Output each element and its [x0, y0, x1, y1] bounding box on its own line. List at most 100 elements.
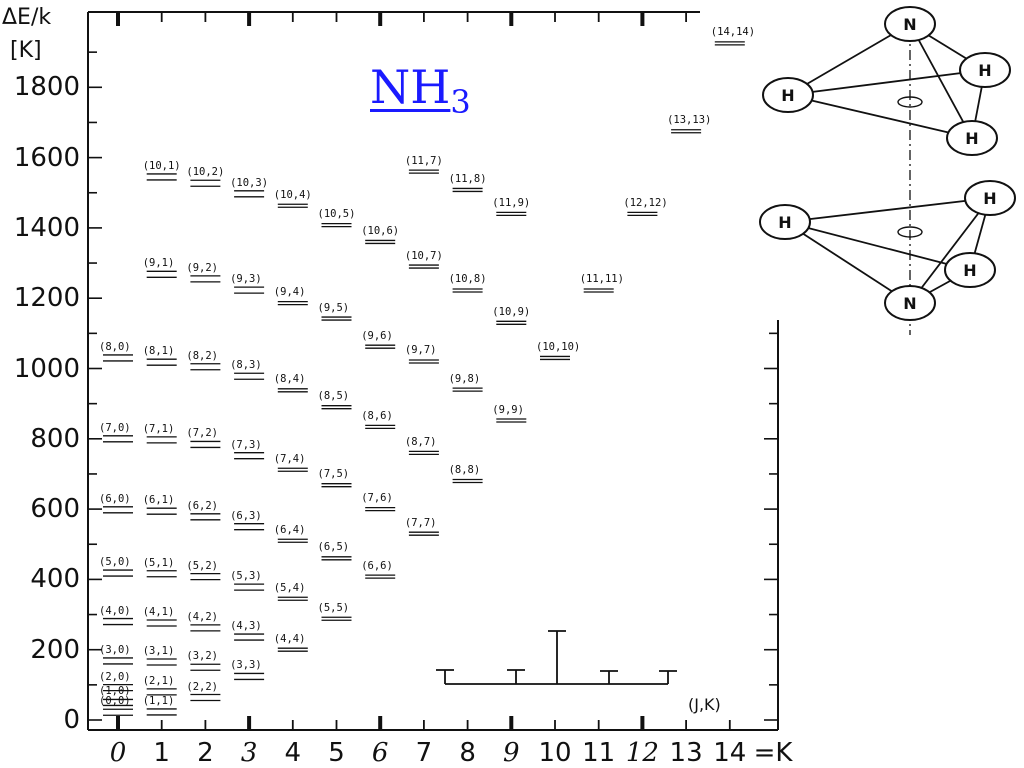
- y-tick-label: 800: [30, 423, 80, 454]
- level-label: (9,1): [142, 257, 175, 270]
- level-label: (13,13): [667, 114, 712, 127]
- energy-level: [103, 506, 133, 514]
- level-label: (7,3): [230, 438, 262, 451]
- legend-label: (J,K): [688, 695, 721, 714]
- atom-label: H: [965, 129, 978, 148]
- y-tick-label: 400: [30, 564, 80, 595]
- hydrogen-atom: H: [759, 204, 811, 240]
- energy-level: [234, 372, 265, 380]
- energy-level: [190, 663, 221, 671]
- level-label: (10,8): [448, 273, 487, 286]
- level-label: (8,1): [142, 345, 175, 358]
- x-tick-label: 5: [328, 738, 345, 768]
- level-label: (6,5): [317, 541, 350, 554]
- x-tick-label: 3: [240, 738, 258, 768]
- energy-level: [365, 344, 396, 349]
- energy-level: [234, 523, 265, 531]
- atom-label: N: [903, 15, 916, 34]
- energy-level: [190, 693, 221, 702]
- energy-level: [103, 617, 133, 626]
- bond: [909, 197, 991, 304]
- level-label: (4,2): [186, 610, 218, 623]
- energy-level: [277, 388, 308, 393]
- energy-level: [234, 633, 265, 641]
- level-label: (4,1): [142, 605, 175, 618]
- energy-level: [540, 355, 570, 361]
- energy-level: [496, 320, 527, 325]
- energy-level: [321, 483, 352, 488]
- level-label: (5,0): [99, 556, 131, 569]
- bond: [784, 197, 991, 223]
- atom-label: H: [781, 86, 794, 105]
- y-tick-label: 1400: [13, 212, 80, 243]
- level-label: (6,3): [230, 509, 262, 522]
- energy-level: [277, 538, 308, 543]
- atom-circle: [964, 180, 1016, 216]
- level-label: (9,2): [186, 261, 218, 274]
- energy-level: [321, 316, 352, 321]
- energy-level: [146, 570, 177, 578]
- energy-level: [408, 531, 439, 536]
- x-tick-label: 12: [625, 738, 659, 768]
- level-label: (8,6): [361, 409, 393, 422]
- energy-level: [146, 507, 177, 515]
- level-label: (7,6): [361, 492, 393, 505]
- y-tick-label: 200: [30, 634, 80, 665]
- level-label: (9,7): [404, 344, 437, 357]
- bond: [787, 23, 911, 96]
- level-label: (8,7): [404, 435, 437, 448]
- y-axis-label: ΔE/k: [2, 5, 52, 30]
- level-label: (7,1): [142, 422, 175, 435]
- energy-level: [452, 478, 483, 484]
- bond: [787, 94, 973, 139]
- x-tick-label: 4: [284, 738, 302, 768]
- level-label: (5,5): [317, 601, 350, 614]
- energy-level: [146, 688, 177, 696]
- level-label: (8,2): [186, 349, 218, 362]
- level-label: (10,7): [404, 249, 443, 262]
- rotation-arrow: [897, 226, 923, 238]
- level-label: (3,2): [186, 650, 218, 663]
- y-tick-label: 600: [30, 494, 80, 525]
- rotation-arrow: [897, 96, 923, 108]
- energy-level: [234, 286, 265, 294]
- energy-level: [146, 619, 177, 627]
- energy-level: [321, 556, 352, 561]
- level-label: (8,3): [230, 359, 262, 372]
- level-label: (10,6): [361, 224, 400, 237]
- x-tick-label: 2: [197, 738, 214, 768]
- level-label: (9,9): [492, 403, 524, 416]
- energy-level: [234, 452, 265, 460]
- level-label: (3,0): [99, 643, 131, 656]
- energy-level: [277, 647, 308, 652]
- level-label: (14,14): [710, 26, 756, 39]
- level-label: (7,2): [186, 427, 218, 440]
- hydrogen-atom: H: [964, 180, 1016, 216]
- x-tick-label: 10: [538, 738, 572, 768]
- level-label: (1,1): [142, 694, 175, 707]
- energy-level: [103, 684, 133, 692]
- energy-level: [146, 708, 177, 716]
- level-label: (7,0): [99, 421, 131, 434]
- energy-level: [321, 616, 352, 621]
- energy-level: [408, 264, 439, 269]
- energy-level: [103, 354, 133, 362]
- energy-level: [146, 436, 177, 444]
- energy-level: [190, 179, 221, 187]
- atom-circle: [959, 52, 1011, 88]
- level-label: (10,3): [230, 176, 269, 189]
- y-tick-label: 1600: [13, 142, 80, 173]
- y-tick-label: 1800: [13, 72, 80, 103]
- level-label: (6,0): [99, 492, 131, 505]
- atom-circle: [944, 252, 996, 288]
- atom-label: N: [903, 294, 916, 313]
- x-tick-label: 14: [713, 738, 747, 768]
- level-label: (8,4): [273, 373, 306, 386]
- level-label: (6,6): [361, 559, 393, 572]
- level-label: (7,7): [404, 516, 437, 529]
- level-label: (7,4): [273, 452, 306, 465]
- level-label: (5,3): [230, 570, 262, 583]
- level-label: (3,1): [142, 645, 175, 657]
